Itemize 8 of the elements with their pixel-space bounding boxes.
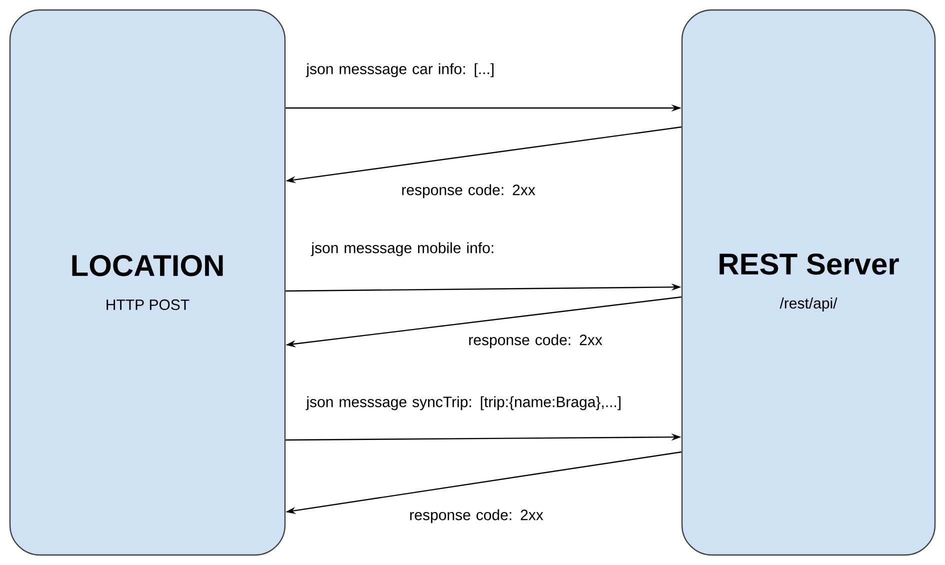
edge-label: json messsage car info: [...] [306, 63, 494, 78]
edge-label: response code: 2xx [469, 334, 602, 348]
edge-label: response code: 2xx [410, 509, 544, 524]
edge-label: json messsage mobile info: [310, 242, 494, 256]
edge-label: json messsage syncTrip: [trip:{name:Braga},...] [306, 396, 621, 410]
edge-label: response code: 2xx [402, 184, 536, 198]
endpoint-box: LOCATION HTTP POST [9, 9, 286, 556]
endpoint-box: REST Server /rest/api/ [681, 9, 936, 556]
